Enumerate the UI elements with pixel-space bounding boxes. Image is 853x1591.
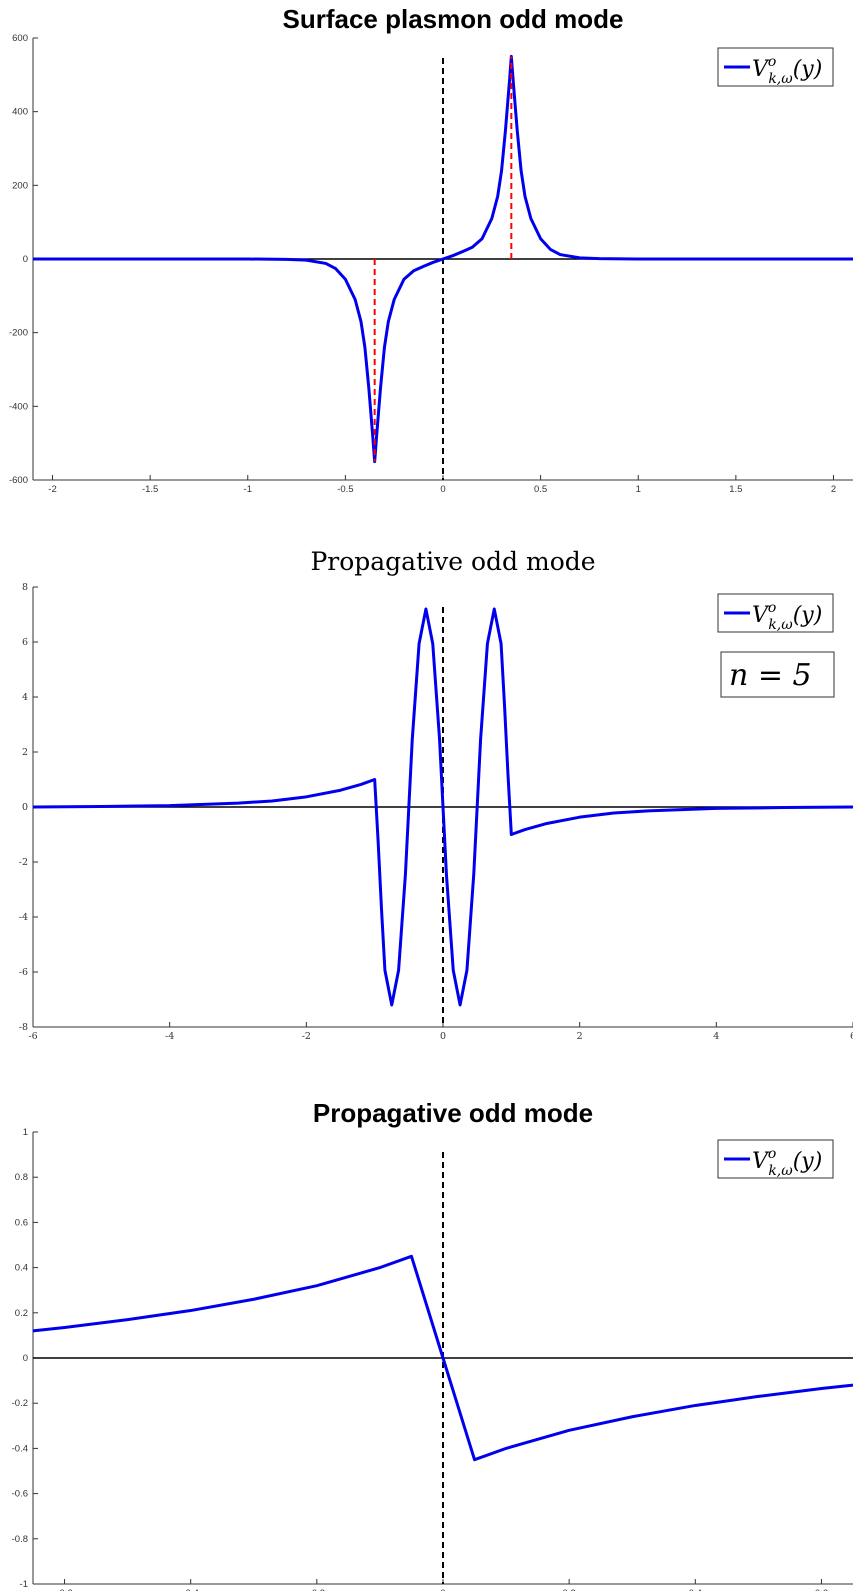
y-tick-label: 0.2 xyxy=(15,1308,28,1319)
y-tick-label: 2 xyxy=(22,747,28,758)
chart-title: Propagative odd mode xyxy=(310,547,595,576)
x-tick-label: 0.6 xyxy=(815,1588,828,1591)
x-tick-label: 0.2 xyxy=(563,1588,576,1591)
x-tick-label: 1.5 xyxy=(729,484,742,495)
chart-panel-propagative-n5: Propagative odd mode-6-4-20246-8-6-4-202… xyxy=(19,547,853,1042)
x-tick-label: 0 xyxy=(440,1031,446,1042)
series-line xyxy=(32,607,853,1007)
y-tick-label: 0 xyxy=(23,1353,28,1364)
x-tick-label: 2 xyxy=(577,1031,583,1042)
series-line xyxy=(32,1254,853,1462)
y-tick-label: -0.6 xyxy=(12,1489,28,1500)
x-tick-label: 0 xyxy=(440,1588,445,1591)
x-tick-label: -0.2 xyxy=(309,1588,325,1591)
y-tick-label: 6 xyxy=(22,637,28,648)
y-tick-label: 8 xyxy=(22,582,28,593)
y-tick-label: -0.4 xyxy=(12,1443,28,1454)
y-tick-label: 0 xyxy=(23,254,28,265)
x-tick-label: -2 xyxy=(302,1031,311,1042)
annotation-text: n = 5 xyxy=(729,658,812,693)
chart-panel-propagative-zoom: Propagative odd mode -0.6 -0.4 -0.2 0 0.2 0.4 0… xyxy=(12,1098,853,1591)
x-tick-label: -4 xyxy=(165,1031,174,1042)
y-tick-label: 600 xyxy=(12,33,28,44)
y-tick-label: -0.8 xyxy=(12,1534,28,1545)
y-tick-label: -200 xyxy=(9,328,28,339)
chart-panel-surface-plasmon: Surface plasmon odd mode -2 -1.5 -1 -0.5 0 0.5… xyxy=(9,4,853,495)
y-tick-label: 4 xyxy=(22,692,28,703)
series-line xyxy=(33,54,853,464)
x-tick-label: -0.6 xyxy=(56,1588,72,1591)
x-tick-label: 0.5 xyxy=(534,484,547,495)
y-tick-label: 1 xyxy=(23,1127,28,1138)
x-tick-label: -1 xyxy=(244,484,252,495)
x-tick-label: -6 xyxy=(28,1031,37,1042)
x-tick-label: 6 xyxy=(850,1031,853,1042)
annotation-box xyxy=(720,651,835,698)
y-tick-label: 0 xyxy=(22,802,28,813)
chart-title: Propagative odd mode xyxy=(313,1098,593,1128)
x-tick-label: 0.4 xyxy=(689,1588,702,1591)
y-tick-label: 0.4 xyxy=(15,1263,28,1274)
x-tick-label: -1.5 xyxy=(142,484,158,495)
y-tick-label: -6 xyxy=(19,967,28,978)
y-tick-label: 0.8 xyxy=(15,1172,28,1183)
x-tick-label: -0.5 xyxy=(337,484,353,495)
x-tick-label: 4 xyxy=(713,1031,719,1042)
y-tick-label: -400 xyxy=(9,401,28,412)
y-tick-label: -2 xyxy=(19,857,28,868)
y-tick-label: 0.6 xyxy=(15,1217,28,1228)
x-tick-label: -2 xyxy=(48,484,56,495)
x-tick-label: 2 xyxy=(831,484,836,495)
y-tick-label: -1 xyxy=(20,1579,28,1590)
y-tick-label: -4 xyxy=(19,912,28,923)
y-tick-label: 200 xyxy=(12,180,28,191)
x-tick-label: 1 xyxy=(636,484,641,495)
chart-title: Surface plasmon odd mode xyxy=(283,4,624,34)
x-tick-label: -0.4 xyxy=(183,1588,199,1591)
y-tick-label: 400 xyxy=(12,107,28,118)
y-tick-label: -8 xyxy=(19,1022,28,1033)
x-tick-label: 0 xyxy=(440,484,445,495)
y-tick-label: -0.2 xyxy=(12,1398,28,1409)
y-tick-label: -600 xyxy=(9,475,28,486)
